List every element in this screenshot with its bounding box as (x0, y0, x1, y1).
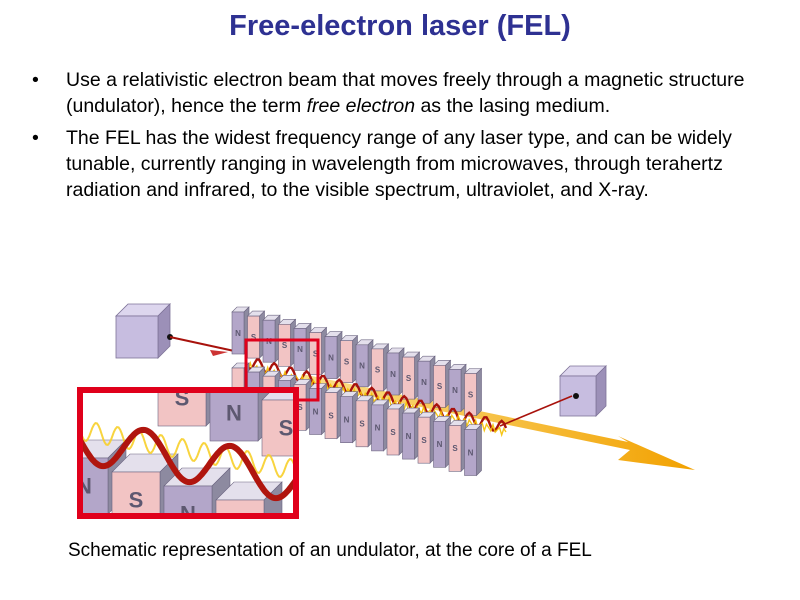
lower-magnet: N (463, 423, 483, 477)
upper-magnet: S (370, 343, 390, 392)
magnet-pole-label: N (375, 424, 381, 433)
magnet-pole-label: S (313, 349, 319, 358)
magnet-pole-label: N (297, 345, 303, 354)
upper-magnet: N (293, 322, 312, 372)
detector-cube (499, 365, 607, 427)
upper-magnet: N (324, 330, 343, 380)
magnet-pole-label: S (282, 341, 288, 350)
bullet-item-2: • The FEL has the widest frequency range… (32, 125, 752, 203)
magnet-pole-label: N (313, 407, 319, 416)
lower-magnet: N (370, 399, 390, 452)
magnet-pole-label: S (175, 386, 190, 411)
magnet-pole-label: S (452, 444, 458, 453)
upper-magnet: S (432, 359, 452, 409)
upper-magnet: N (417, 355, 436, 404)
magnet-pole-label: S (375, 366, 381, 375)
magnet-pole-label: S (279, 416, 294, 441)
magnet-pole-label: N (359, 362, 365, 371)
inset-upper-magnet: S (261, 390, 296, 457)
bullet-1-text-end: as the lasing medium. (415, 95, 611, 117)
magnet-pole-label: N (468, 448, 474, 457)
magnet-pole-label: N (76, 474, 92, 499)
bullet-1-text-start: Use a relativistic electron beam that mo… (66, 69, 745, 117)
magnet-pole-label: S (129, 488, 144, 513)
magnet-pole-label: S (390, 428, 396, 437)
upper-magnet: S (463, 367, 483, 417)
upper-magnet: N (386, 347, 405, 396)
magnet-pole-label: N (180, 502, 196, 527)
magnet-pole-label: S (251, 333, 257, 342)
lower-magnet: S (417, 411, 436, 464)
bullet-list: • Use a relativistic electron beam that … (32, 67, 752, 209)
lower-magnet: N (401, 407, 421, 460)
magnet-pole-label: N (452, 386, 458, 395)
lower-magnet: N (339, 390, 359, 444)
magnet-pole-label: S (344, 358, 350, 367)
laser-output-arrow (300, 374, 695, 470)
lower-magnet: S (355, 395, 374, 448)
figure-caption: Schematic representation of an undulator… (68, 540, 592, 561)
magnet-pole-label: N (235, 329, 241, 338)
upper-magnet: N (448, 363, 467, 413)
upper-magnet: S (339, 334, 359, 384)
magnet-pole-label: N (328, 353, 334, 362)
upper-magnet: S (246, 310, 266, 359)
slide-title: Free-electron laser (FEL) (229, 10, 571, 42)
magnet-pole-label: N (421, 378, 427, 387)
magnet-pole-label: N (344, 416, 350, 425)
bullet-item-1: • Use a relativistic electron beam that … (32, 67, 752, 119)
magnet-pole-label: N (390, 370, 396, 379)
bullet-icon: • (32, 69, 39, 91)
magnet-pole-label: S (437, 382, 443, 391)
magnet-pole-label: S (468, 390, 474, 399)
bullet-1-emphasis: free electron (306, 95, 416, 117)
bullet-2-text: The FEL has the widest frequency range o… (66, 127, 732, 201)
magnet-pole-label: N (406, 432, 412, 441)
electron-source-cube (115, 303, 173, 359)
lower-magnet: N (432, 415, 452, 469)
lower-magnet: S (448, 419, 467, 473)
magnet-pole-label: S (406, 374, 412, 383)
magnet-pole-label: S (359, 420, 365, 429)
magnet-pole-label: S (421, 436, 427, 445)
magnet-pole-label: N (226, 401, 242, 426)
upper-magnet: N (355, 339, 374, 388)
magnet-pole-label: N (437, 440, 443, 449)
lower-magnet: S (324, 386, 343, 440)
upper-magnet: S (277, 318, 297, 368)
upper-magnet: S (401, 351, 421, 400)
magnet-pole-label: S (328, 411, 334, 420)
lower-magnet: S (386, 403, 405, 456)
bullet-icon: • (32, 127, 39, 149)
magnet-pole-label: S (297, 403, 303, 412)
